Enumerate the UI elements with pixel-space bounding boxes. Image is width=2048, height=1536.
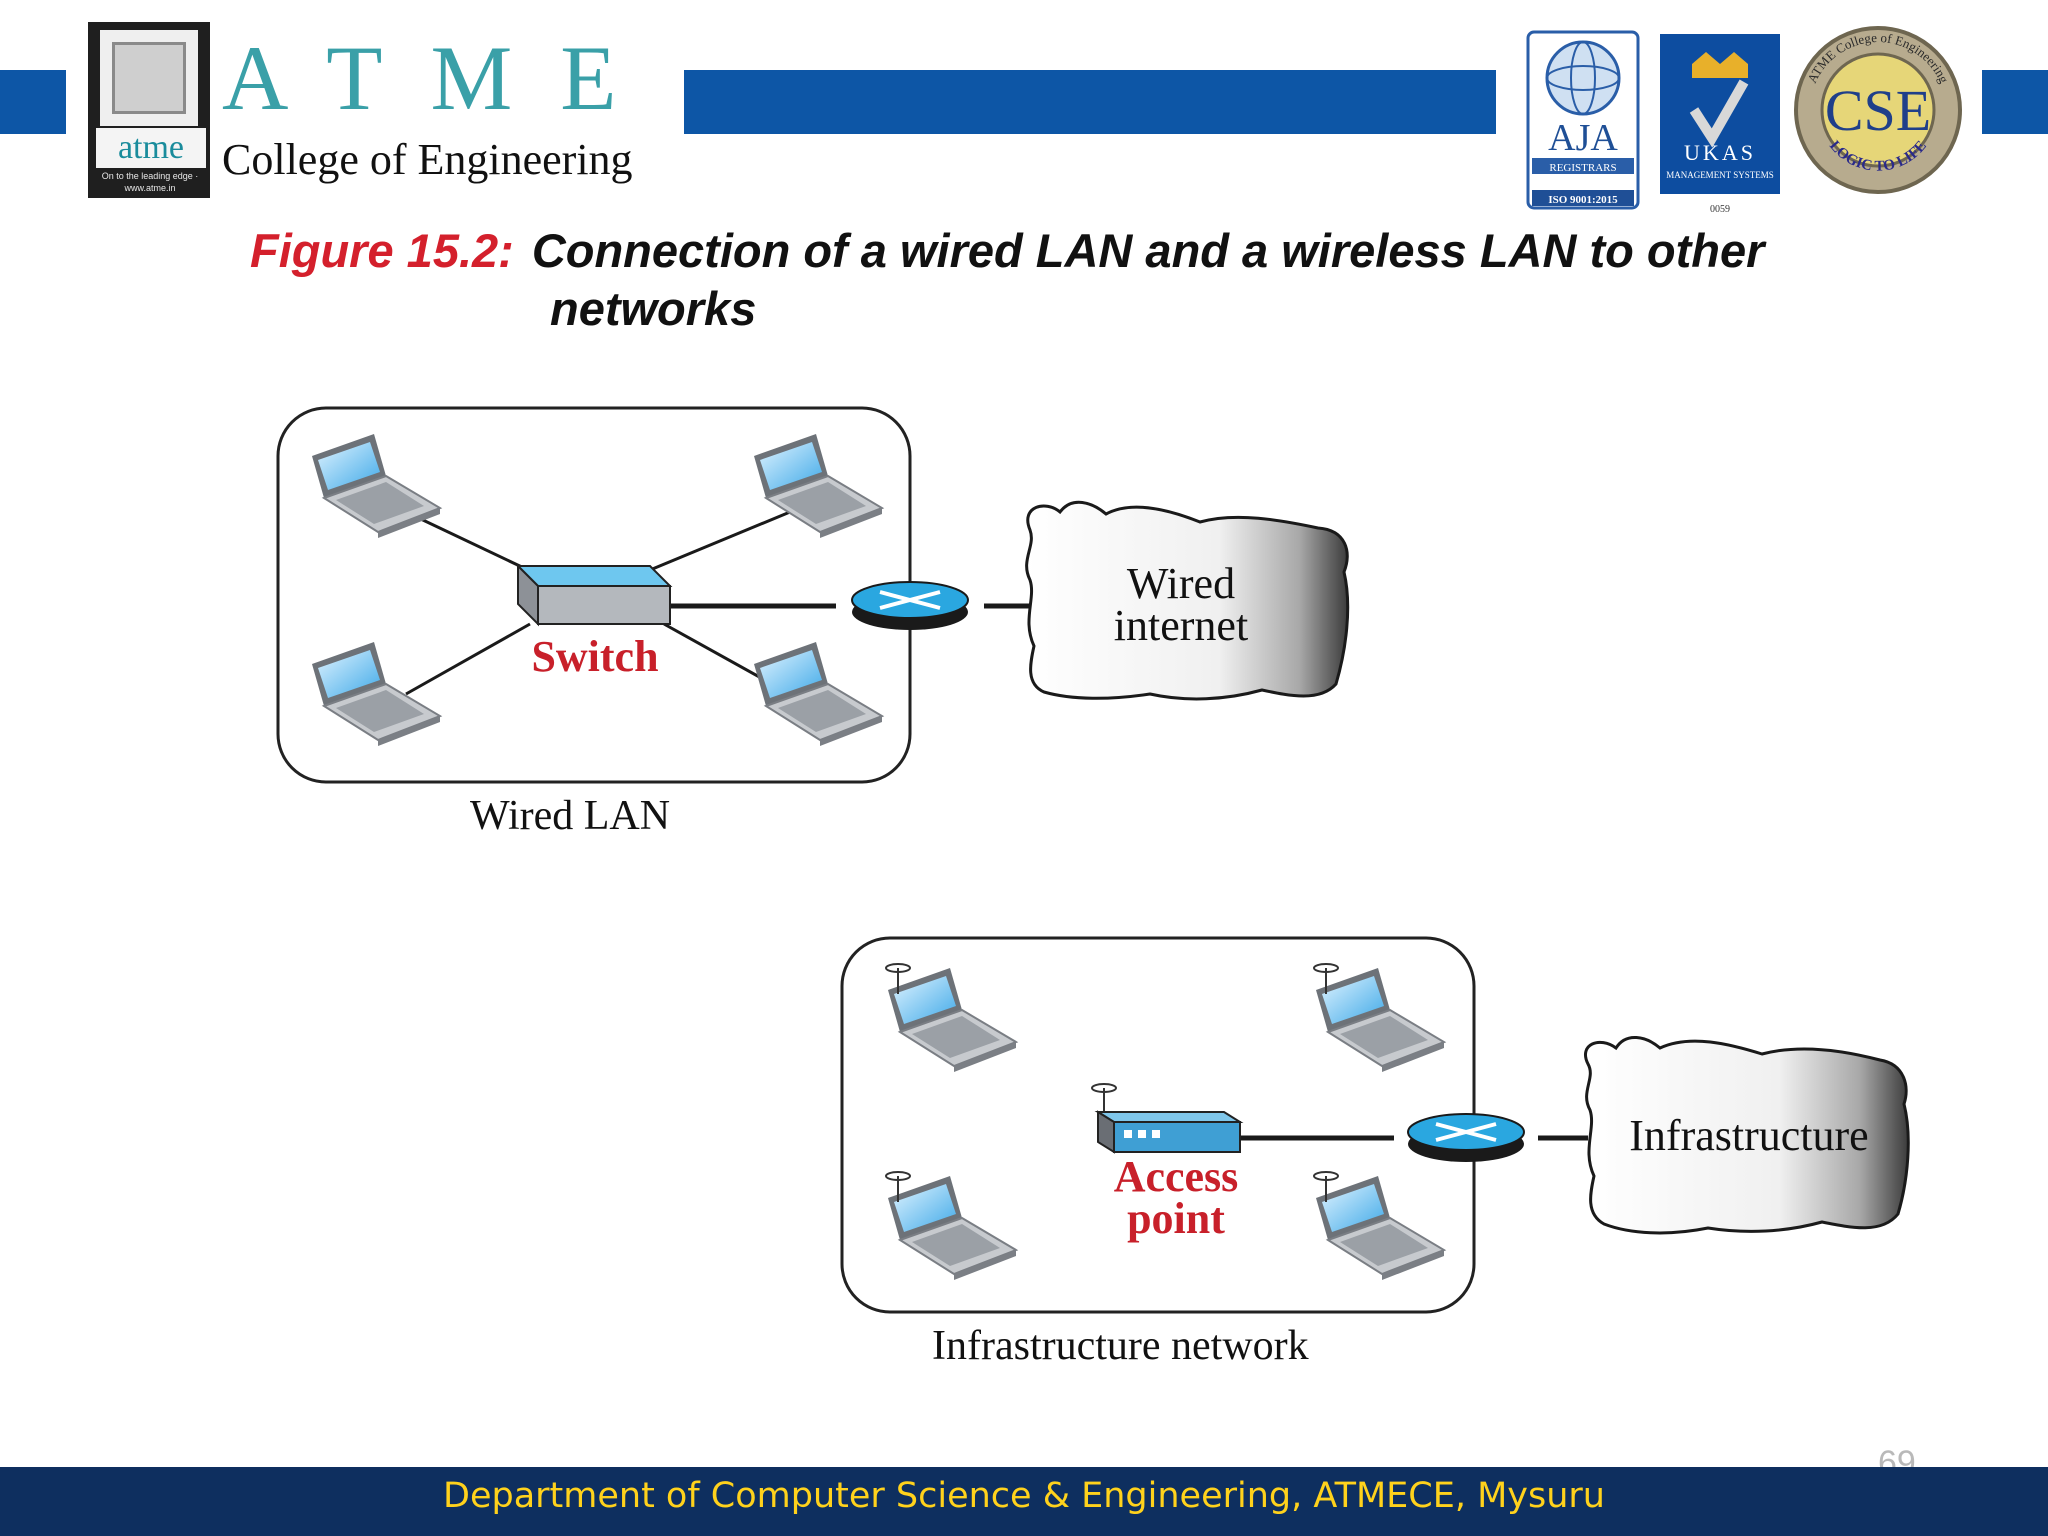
router-wired-icon <box>850 580 970 632</box>
figure-number: Figure 15.2: <box>250 224 514 277</box>
access-point-label-line2: point <box>1127 1194 1225 1243</box>
wired-internet-label-line2: internet <box>1113 601 1249 650</box>
wired-lan-caption: Wired LAN <box>470 793 671 839</box>
ukas-logo: UKAS MANAGEMENT SYSTEMS 0059 <box>1660 34 1780 215</box>
aja-logo: AJA REGISTRARS ISO 9001:2015 <box>1526 30 1640 210</box>
header-bar-middle <box>684 70 1496 134</box>
wired-internet-cloud <box>1025 500 1350 701</box>
switch-icon <box>515 563 673 627</box>
router-wireless-icon <box>1406 1112 1526 1164</box>
figure-title-line2: networks <box>550 282 757 335</box>
iso-text: ISO 9001:2015 <box>1548 194 1618 206</box>
aja-text: AJA <box>1548 117 1618 159</box>
figure-title-line1: Connection of a wired LAN and a wireless… <box>531 224 1765 277</box>
aja-sub-text: REGISTRARS <box>1549 162 1616 174</box>
atme-logo-square <box>112 42 186 114</box>
switch-label: Switch <box>531 632 659 681</box>
header-bar-left <box>0 70 66 134</box>
footer-bar <box>0 1467 2048 1536</box>
infrastructure-cloud-label: Infrastructure <box>1629 1111 1869 1160</box>
ukas-sub-text: MANAGEMENT SYSTEMS <box>1666 170 1774 180</box>
infrastructure-network-caption: Infrastructure network <box>932 1323 1309 1369</box>
footer-text: Department of Computer Science & Enginee… <box>443 1476 1605 1516</box>
ukas-text: UKAS <box>1684 140 1756 165</box>
atme-logo-tagline: On to the leading edge · www.atme.in <box>101 171 199 193</box>
college-name-sub: College of Engineering <box>222 135 633 184</box>
figure-title: Figure 15.2: Connection of a wired LAN an… <box>250 222 1970 338</box>
ukas-number: 0059 <box>1710 204 1730 215</box>
wired-internet-label-line1: Wired <box>1126 559 1236 608</box>
access-point-icon <box>1091 1083 1244 1154</box>
college-name-big: ATME <box>222 27 665 129</box>
cse-text: CSE <box>1825 78 1931 143</box>
atme-logo-word: atme <box>96 128 206 168</box>
header-bar-right <box>1982 70 2048 134</box>
cse-badge: ATME College of Engineering CSE LOGIC TO… <box>1794 26 1962 194</box>
certification-logos: AJA REGISTRARS ISO 9001:2015 UKAS MANAGE… <box>1526 26 1962 215</box>
infrastructure-cloud <box>1584 1036 1910 1235</box>
access-point-label-line1: Access <box>1113 1152 1239 1201</box>
